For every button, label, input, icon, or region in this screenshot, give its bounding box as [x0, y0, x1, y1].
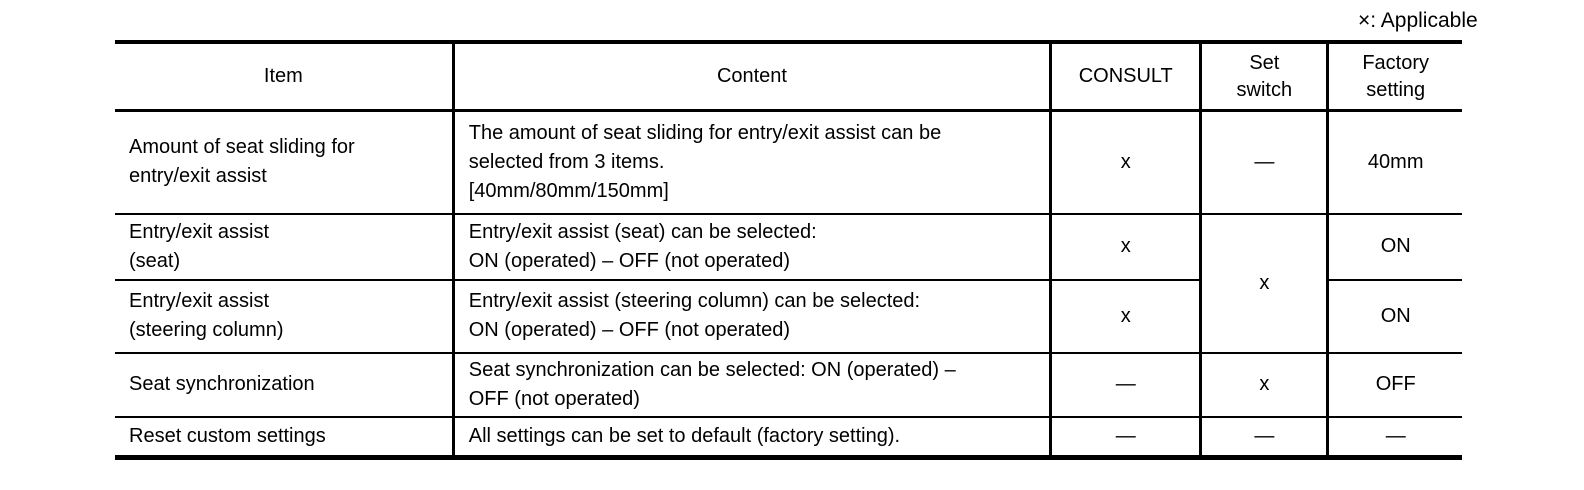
table-row: Amount of seat sliding for entry/exit as… — [115, 109, 1462, 215]
cell-content: Entry/exit assist (seat) can be selected… — [451, 212, 1053, 281]
cell-set-switch: — — [1199, 109, 1330, 215]
cell-set-switch: x — [1199, 351, 1330, 418]
applicable-legend: ×: Applicable — [1358, 9, 1478, 32]
cell-item: Entry/exit assist (steering column) — [115, 278, 455, 354]
table-row: Reset custom settings All settings can b… — [115, 415, 1462, 458]
cell-item: Reset custom settings — [115, 415, 455, 458]
cell-set-switch-merged: x — [1199, 212, 1330, 354]
settings-table: Item Content CONSULT Set switch Factory … — [115, 40, 1462, 460]
column-header-set-switch: Set switch — [1199, 42, 1330, 112]
table-row: Seat synchronization Seat synchronizatio… — [115, 351, 1462, 418]
cell-factory-setting: 40mm — [1326, 109, 1462, 215]
cell-content: The amount of seat sliding for entry/exi… — [451, 109, 1053, 215]
cell-item: Seat synchronization — [115, 351, 455, 418]
cell-consult: x — [1049, 109, 1203, 215]
table-header: Item Content CONSULT Set switch Factory … — [115, 42, 1462, 112]
column-header-factory-setting: Factory setting — [1326, 42, 1462, 112]
cell-content: All settings can be set to default (fact… — [451, 415, 1053, 458]
cell-consult: x — [1049, 212, 1203, 281]
cell-factory-setting: ON — [1326, 278, 1462, 354]
column-header-content: Content — [451, 42, 1053, 112]
header-row: Item Content CONSULT Set switch Factory … — [115, 42, 1462, 112]
table-row: Entry/exit assist (steering column) Entr… — [115, 278, 1462, 354]
column-header-consult: CONSULT — [1049, 42, 1203, 112]
cell-item: Entry/exit assist (seat) — [115, 212, 455, 281]
cell-consult: x — [1049, 278, 1203, 354]
column-header-item: Item — [115, 42, 455, 112]
cell-item: Amount of seat sliding for entry/exit as… — [115, 109, 455, 215]
cell-set-switch: — — [1199, 415, 1330, 458]
cell-factory-setting: OFF — [1326, 351, 1462, 418]
cell-content: Entry/exit assist (steering column) can … — [451, 278, 1053, 354]
cell-factory-setting: — — [1326, 415, 1462, 458]
cell-factory-setting: ON — [1326, 212, 1462, 281]
cell-content: Seat synchronization can be selected: ON… — [451, 351, 1053, 418]
cell-consult: — — [1049, 351, 1203, 418]
table-row: Entry/exit assist (seat) Entry/exit assi… — [115, 212, 1462, 354]
cell-consult: — — [1049, 415, 1203, 458]
